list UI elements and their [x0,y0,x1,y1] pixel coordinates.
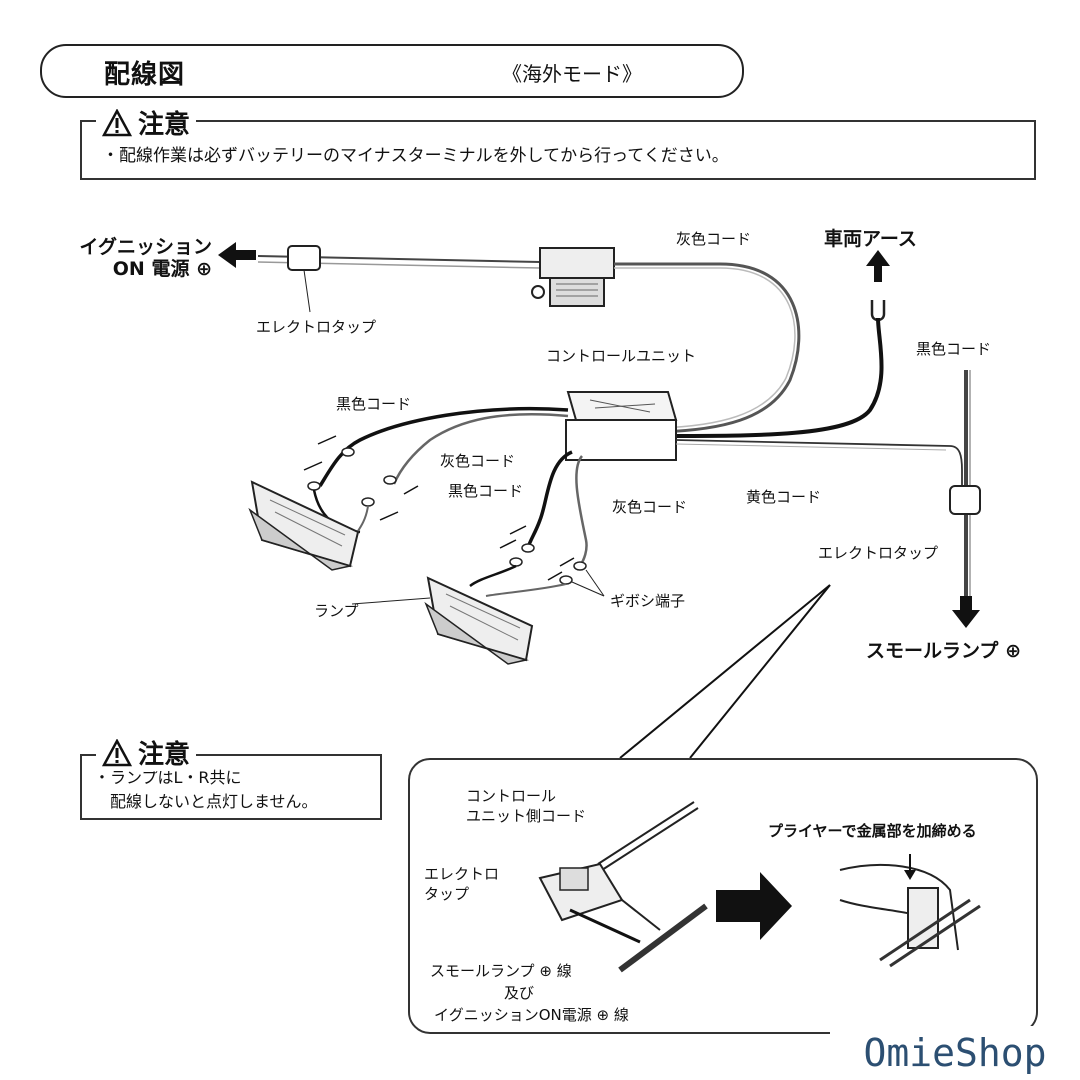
caution-bottom-heading-text: 注意 [138,740,191,770]
ignition-label-line1: イグニッション [79,236,212,258]
plus-icon: ⊕ [196,258,212,280]
caution-bottom-line2: 配線しないと点灯しません。 [110,792,318,811]
inset-control-unit-cord-line1: コントロール [466,787,557,805]
yellow-cord [675,439,963,486]
black-cord-left-label: 黒色コード [336,395,412,413]
electro-tap-left-label: エレクトロタップ [256,318,377,336]
electro-tap-right [949,485,981,515]
small-lamp-label-text: スモールランプ [866,640,999,662]
inset-arrow-icon [716,872,792,940]
gray-cord-top [614,262,801,434]
caution-top-heading: 注意 [96,104,197,141]
inset-and-label: 及び [504,984,535,1002]
ignition-label: イグニッション ON 電源 ⊕ [70,236,212,280]
gray-cord-mid-label: 灰色コード [440,452,516,470]
black-cord-mid-label: 黒色コード [448,482,524,500]
ignition-arrow [218,242,256,268]
inset-small-lamp-wire-suffix: 線 [556,962,572,980]
inset-drawing [538,801,981,973]
inset-control-unit-cord-label: コントロール ユニット側コード [466,786,586,826]
inset-electro-tap-label: エレクトロ タップ [424,864,499,904]
caution-bottom-heading: 注意 [96,734,197,771]
caution-top-heading-text: 注意 [138,110,191,140]
gray-cord-top-label: 灰色コード [676,230,752,248]
lamp-label: ランプ [314,602,359,620]
ignition-label-line2: ON 電源 [112,258,190,280]
inset-small-lamp-wire-label: スモールランプ ⊕ 線 [430,960,572,981]
gray-cord-mid2-label: 灰色コード [612,498,688,516]
electro-tap-left [287,245,321,271]
vehicle-ground-label: 車両アース [824,228,917,250]
plus-icon: ⊕ [539,962,552,980]
black-cord-left [318,406,569,487]
electro-tap-right-label: エレクトロタップ [818,544,939,562]
inset-electro-line1: エレクトロ [424,865,500,883]
vehicle-ground-arrow [866,250,890,282]
caution-top-text: ・配線作業は必ずバッテリーのマイナスターミナルを外してから行ってください。 [102,146,729,166]
warning-icon [102,738,132,766]
black-cord-right [659,317,884,438]
ground-lug [870,300,886,322]
caution-bottom-line1: ・ランプはL・R共に [94,768,242,787]
control-unit-box [565,391,678,461]
plus-icon: ⊕ [596,1006,610,1024]
inset-plier-note: プライヤーで金属部を加締める [768,822,977,840]
lamp-right [424,576,534,665]
header-banner: 配線図 《海外モード》 [40,44,744,98]
small-lamp-arrow [952,596,980,628]
inset-control-unit-cord-line2: ユニット側コード [466,807,587,825]
plus-icon: ⊕ [1005,640,1021,662]
warning-icon [102,108,132,136]
page-title: 配線図 [104,60,186,90]
inset-ignition-wire-label: イグニッションON電源 ⊕ 線 [434,1004,629,1025]
small-lamp-label: スモールランプ ⊕ [866,636,1021,663]
black-cord-mid [526,450,573,549]
control-unit-label: コントロールユニット [546,347,697,365]
gray-cord-left [392,413,569,485]
gibosi-terminal-label: ギボシ端子 [610,592,686,610]
black-cord-right-label: 黒色コード [916,340,992,358]
inset-small-lamp-wire-text: スモールランプ [430,962,535,980]
mode-label: 《海外モード》 [502,62,642,86]
inset-electro-line2: タップ [424,885,470,903]
inset-ignition-wire-suffix: 線 [613,1006,629,1024]
yellow-cord-label: 黄色コード [746,488,822,506]
fuse-holder [531,247,615,307]
caution-box-top: ・配線作業は必ずバッテリーのマイナスターミナルを外してから行ってください。 [80,120,1036,180]
inset-detail-panel: コントロール ユニット側コード エレクトロ タップ プライヤーで金属部を加締める… [408,758,1038,1034]
lamp-left [248,480,360,571]
inset-ignition-wire-text: イグニッションON電源 [434,1006,592,1024]
shop-watermark: OmieShop [830,1026,1080,1080]
gray-cord-mid [575,455,588,567]
